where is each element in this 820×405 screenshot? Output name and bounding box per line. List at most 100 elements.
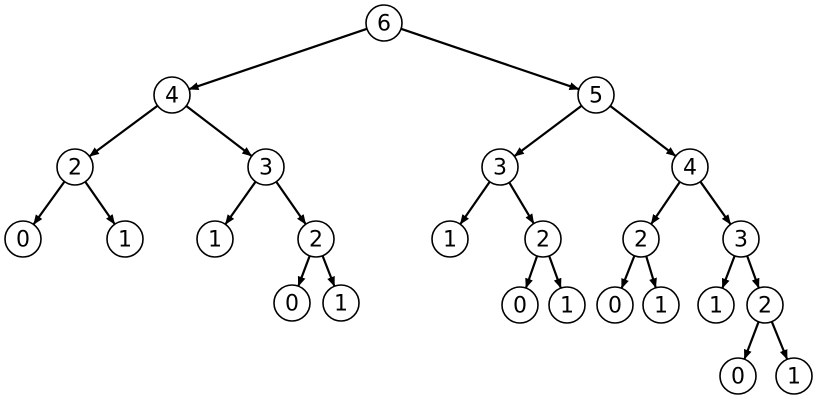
- tree-node-n10: 1: [196, 220, 234, 258]
- tree-node-n22: 1: [697, 286, 735, 324]
- tree-node-n19: 1: [548, 286, 586, 324]
- node-value: 1: [560, 294, 574, 319]
- tree-node-n6: 3: [481, 148, 519, 186]
- node-value: 3: [259, 156, 273, 181]
- node-circle: [671, 148, 709, 186]
- node-value: 1: [787, 365, 801, 390]
- node-value: 2: [758, 294, 772, 319]
- tree-node-n5: 3: [247, 148, 285, 186]
- node-circle: [297, 220, 335, 258]
- node-circle: [322, 284, 360, 322]
- node-circle: [524, 220, 562, 258]
- node-circle: [746, 286, 784, 324]
- tree-node-n8: 0: [4, 220, 42, 258]
- tree-node-n12: 1: [431, 220, 469, 258]
- edge-n4-n8: [32, 180, 66, 225]
- nodes-layer: 6 4 5 2 3 3 4 0 1 1 2 1 2 2 3 0 1 0 1 0 1 1 2 0 1: [4, 4, 813, 395]
- edge-n15-n23: [746, 255, 760, 289]
- node-circle: [642, 286, 680, 324]
- tree-node-n11: 2: [297, 220, 335, 258]
- node-circle: [431, 220, 469, 258]
- node-value: 2: [68, 156, 82, 181]
- node-value: 4: [165, 84, 179, 109]
- edge-n23-n25: [770, 321, 789, 360]
- node-circle: [273, 284, 311, 322]
- node-value: 1: [443, 228, 457, 253]
- tree-node-n1: 6: [365, 4, 403, 42]
- node-circle: [697, 286, 735, 324]
- node-value: 0: [731, 365, 745, 390]
- tree-node-n24: 0: [719, 357, 757, 395]
- edge-n4-n9: [84, 181, 116, 225]
- node-circle: [577, 76, 615, 114]
- node-value: 1: [709, 294, 723, 319]
- node-circle: [622, 220, 660, 258]
- tree-node-n16: 0: [273, 284, 311, 322]
- edges-layer: [32, 27, 789, 360]
- node-circle: [775, 357, 813, 395]
- edge-n6-n13: [508, 181, 535, 224]
- edge-n14-n21: [645, 255, 657, 289]
- node-value: 3: [734, 228, 748, 253]
- tree-node-n7: 4: [671, 148, 709, 186]
- tree-node-n15: 3: [722, 220, 760, 258]
- edge-n3-n6: [513, 104, 583, 157]
- edge-n13-n18: [525, 255, 539, 289]
- node-value: 1: [118, 228, 132, 253]
- node-value: 5: [589, 84, 603, 109]
- edge-n1-n3: [400, 27, 580, 91]
- tree-node-n4: 2: [56, 148, 94, 186]
- edge-n7-n14: [650, 181, 681, 225]
- node-value: 3: [493, 156, 507, 181]
- tree-node-n3: 5: [577, 76, 615, 114]
- node-circle: [722, 220, 760, 258]
- edge-n13-n19: [548, 255, 562, 289]
- edge-n5-n11: [275, 181, 307, 225]
- tree-node-n13: 2: [524, 220, 562, 258]
- node-circle: [548, 286, 586, 324]
- tree-node-n21: 1: [642, 286, 680, 324]
- tree-node-n25: 1: [775, 357, 813, 395]
- edge-n2-n5: [185, 105, 253, 157]
- edge-n14-n20: [620, 255, 636, 289]
- node-value: 1: [654, 294, 668, 319]
- edge-n1-n2: [188, 27, 368, 91]
- node-circle: [719, 357, 757, 395]
- node-value: 6: [377, 12, 391, 37]
- node-circle: [196, 220, 234, 258]
- node-circle: [56, 148, 94, 186]
- node-circle: [247, 148, 285, 186]
- tree-node-n14: 2: [622, 220, 660, 258]
- node-circle: [596, 286, 634, 324]
- edge-n5-n10: [224, 181, 257, 225]
- node-circle: [365, 4, 403, 42]
- node-circle: [501, 286, 539, 324]
- edge-n15-n22: [721, 255, 736, 289]
- node-circle: [106, 220, 144, 258]
- edge-n3-n7: [609, 105, 677, 157]
- node-value: 2: [309, 228, 323, 253]
- tree-node-n20: 0: [596, 286, 634, 324]
- node-value: 2: [536, 228, 550, 253]
- node-value: 0: [285, 292, 299, 317]
- edge-n7-n15: [699, 181, 732, 225]
- node-value: 0: [513, 294, 527, 319]
- node-value: 2: [634, 228, 648, 253]
- node-circle: [4, 220, 42, 258]
- node-circle: [481, 148, 519, 186]
- node-value: 0: [16, 228, 30, 253]
- edge-n2-n4: [89, 104, 159, 157]
- tree-node-n2: 4: [153, 76, 191, 114]
- edge-n11-n17: [321, 255, 336, 287]
- tree-node-n23: 2: [746, 286, 784, 324]
- node-value: 1: [208, 228, 222, 253]
- node-value: 1: [334, 292, 348, 317]
- edge-n11-n16: [297, 255, 311, 287]
- node-circle: [153, 76, 191, 114]
- tree-node-n18: 0: [501, 286, 539, 324]
- edge-n23-n24: [743, 321, 760, 360]
- node-value: 0: [608, 294, 622, 319]
- edge-n6-n12: [459, 181, 491, 225]
